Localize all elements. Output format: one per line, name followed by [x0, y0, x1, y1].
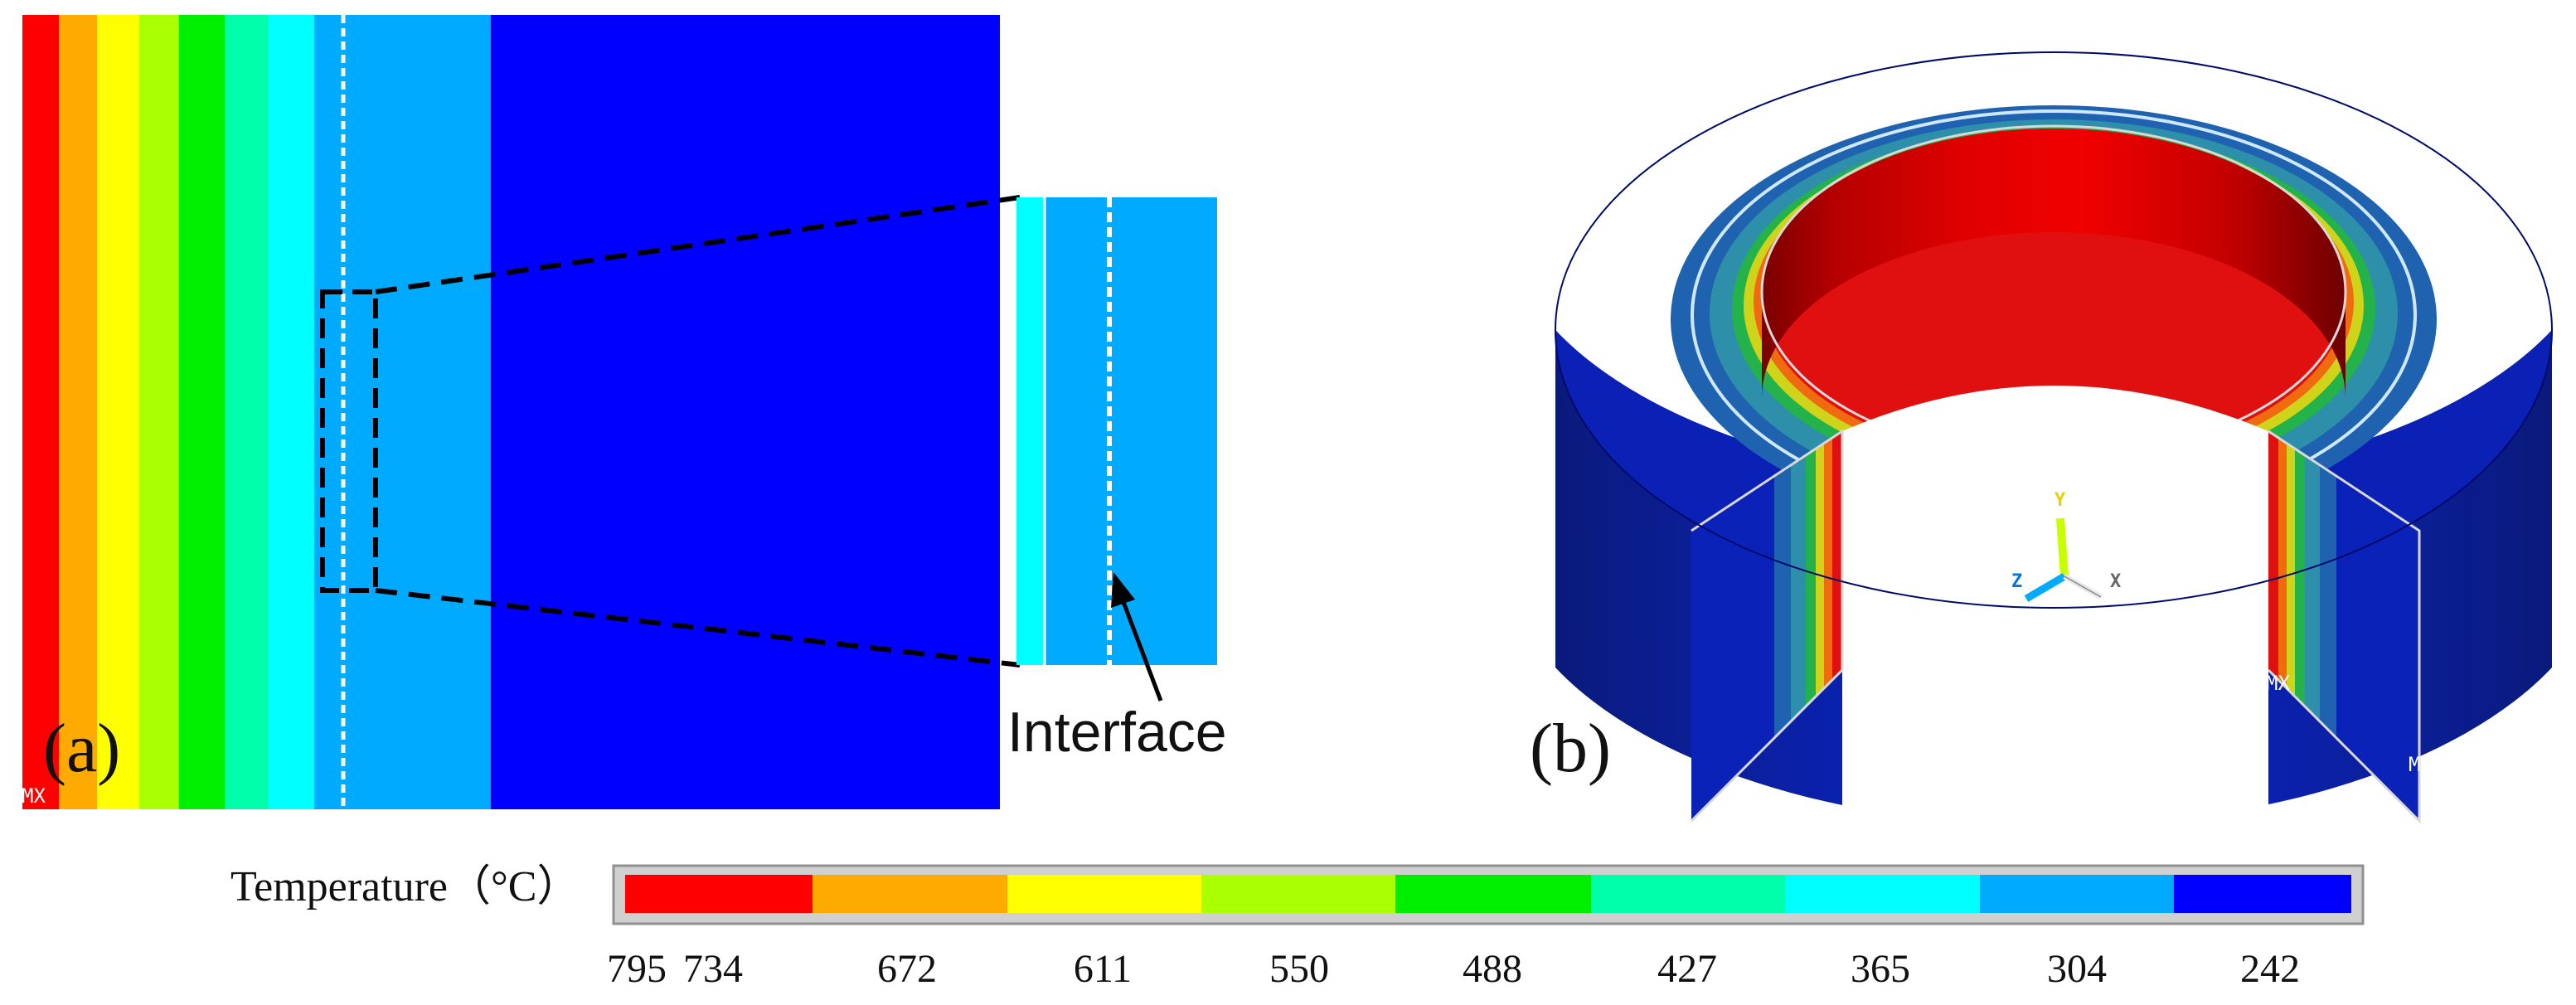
inner-wall — [1762, 129, 2346, 398]
panel-a: MX (a) — [22, 15, 1000, 809]
band-795 — [22, 15, 59, 809]
coordinate-triad: Y Z X — [2011, 490, 2121, 602]
legend-tick-label: 734 — [683, 947, 743, 991]
outer-rim — [1555, 51, 2553, 609]
band-365 — [314, 15, 491, 809]
legend-tick-label: 427 — [1657, 947, 1717, 991]
legend-tick-label: 672 — [877, 947, 937, 991]
legend-swatch-7 — [1785, 875, 1980, 913]
zoom-line-bottom — [375, 588, 1021, 668]
legend-tick-label: 795 — [607, 947, 667, 991]
legend-swatch-3 — [1007, 875, 1201, 913]
band-672 — [97, 15, 139, 809]
interface-arrow-shaft — [1118, 595, 1163, 702]
legend-tick-label: 304 — [2047, 947, 2107, 991]
zoom-connectors — [375, 195, 1021, 668]
panel-b-max-label: MX — [2266, 672, 2290, 695]
band-427 — [269, 15, 314, 809]
band-488 — [225, 15, 269, 809]
panel-a-label: (a) — [43, 710, 120, 787]
band-550 — [179, 15, 225, 809]
axis-label-z: Z — [2011, 571, 2022, 592]
legend-swatch-1 — [625, 875, 813, 913]
legend-swatch-2 — [813, 875, 1007, 913]
legend-tick-label: 365 — [1851, 947, 1910, 991]
inset-band-lightblue — [1045, 197, 1217, 665]
temperature-legend: Temperature（°C） 795 734 672 611 550 488 … — [230, 863, 2365, 991]
band-734 — [59, 15, 97, 809]
legend-tick-label: 242 — [2240, 947, 2300, 991]
zoom-line-top — [375, 195, 1021, 294]
legend-swatch-5 — [1395, 875, 1591, 913]
interface-arrow-head — [1111, 572, 1135, 608]
axis-label-y: Y — [2054, 490, 2066, 511]
legend-tick-label: 611 — [1074, 947, 1132, 991]
zoom-inset: Interface — [1007, 197, 1227, 764]
legend-tick-label: 550 — [1269, 947, 1329, 991]
panel-b: Y Z X MX MN (b) — [1530, 51, 2553, 829]
panel-b-label: (b) — [1530, 710, 1611, 787]
inset-band-cyan — [1016, 197, 1045, 665]
axis-label-x: X — [2110, 571, 2121, 592]
legend-swatch-9 — [2174, 875, 2351, 913]
band-611 — [139, 15, 179, 809]
panel-a-corner-label: MX — [22, 784, 46, 808]
panel-b-min-label: MN — [2409, 753, 2433, 776]
legend-swatch-6 — [1591, 875, 1785, 913]
legend-swatch-8 — [1980, 875, 2174, 913]
zoom-region-box — [320, 289, 378, 593]
interface-annotation: Interface — [1007, 701, 1227, 764]
band-304 — [491, 15, 1000, 809]
legend-title: Temperature（°C） — [230, 863, 580, 910]
legend-tick-label: 488 — [1463, 947, 1522, 991]
legend-swatch-4 — [1201, 875, 1395, 913]
